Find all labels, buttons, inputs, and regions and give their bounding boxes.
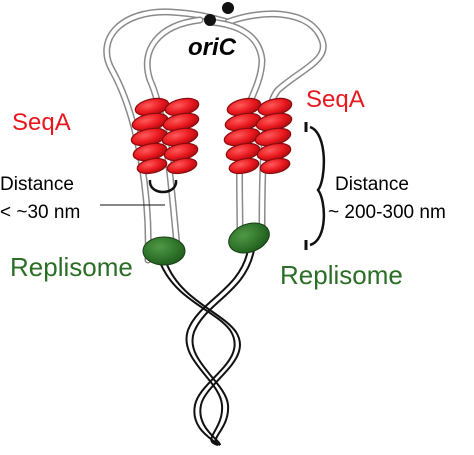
seqa-label-right: SeqA [306,86,365,113]
oric-marker [204,2,234,26]
parent-dna-loop [103,8,327,264]
distance-left-title: Distance [0,174,74,195]
oric-label: oriC [188,34,236,61]
replisome-right-shape [228,222,270,254]
replisome-left-shape [142,236,186,266]
distance-marker-left [100,179,178,206]
seqa-cluster-right [223,97,293,175]
replisome-label-right: Replisome [280,260,403,290]
seqa-label-left: SeqA [12,109,71,136]
distance-right-title: Distance [335,174,409,195]
replisome-label-left: Replisome [10,252,133,282]
seqa-cluster-left [130,97,200,175]
lower-dna-twist [159,249,255,446]
distance-left-value: < ~30 nm [0,202,81,223]
distance-marker-right [304,122,326,250]
distance-right-value: ~ 200-300 nm [328,202,446,223]
